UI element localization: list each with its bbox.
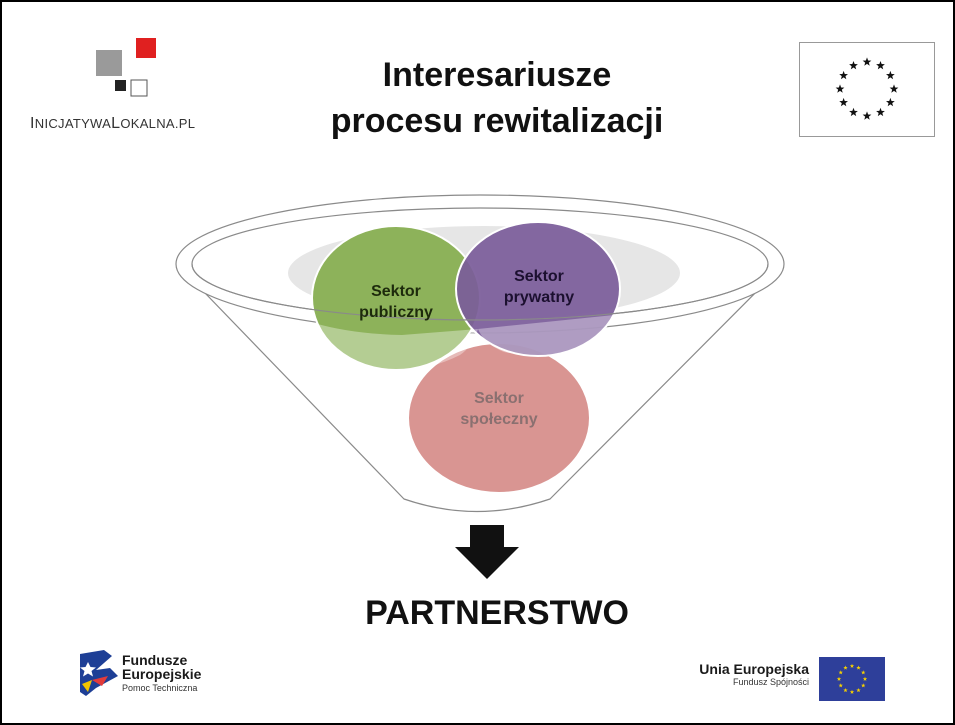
eu-star-icon [839,97,848,107]
label-public-sector: Sektor publiczny [359,283,433,321]
eu-star-icon [876,61,885,70]
label-private-sector: Sektor prywatny [503,268,575,306]
unia-europejska-text: Unia Europejska Fundusz Spójności [699,661,809,687]
eu-star-icon [862,57,872,66]
eu-star-icon [836,676,842,681]
eu-flag-icon [799,42,935,137]
eu-star-icon [839,70,848,80]
eu-star-icon [849,689,855,694]
unia-europejska-flag-icon [819,657,885,701]
arrow-down-icon [455,525,519,579]
public-lower-tint [314,323,478,371]
eu-star-icon [838,670,843,675]
eu-star-icon [835,84,845,93]
eu-star-icon [862,111,872,120]
funnel-rim-front [191,263,769,321]
eu-star-icon [838,683,843,688]
inicjatywa-lokalna-logo [96,38,156,97]
eu-star-icon [843,665,848,670]
fundusze-europejskie-text: Fundusze Europejskie Pomoc Techniczna [122,652,202,693]
fundusze-europejskie-icon [80,650,118,696]
eu-star-icon [876,107,885,117]
page-title: Interesariusze procesu rewitalizacji [330,56,664,140]
circle-private-sector [455,221,621,357]
eu-star-icon [889,84,899,93]
private-lower-tint [478,315,614,356]
eu-star-icon [886,97,895,107]
eu-star-icon [862,676,868,681]
eu-star-icon [843,687,848,693]
eu-star-icon [861,683,866,688]
unia-europejska-logo: Unia Europejska Fundusz Spójności [662,657,892,707]
brand-name: INICJATYWALOKALNA.PL [30,115,196,132]
eu-star-icon [856,687,861,693]
result-partnerstwo: PARTNERSTWO [365,594,629,632]
eu-star-icon [856,665,861,670]
fundusze-europejskie-logo: Fundusze Europejskie Pomoc Techniczna [74,650,244,700]
label-social-sector: Sektor społeczny [460,390,538,428]
eu-star-icon [849,61,858,70]
eu-star-icon [861,670,866,675]
eu-star-icon [849,107,858,117]
eu-star-icon [849,663,855,668]
eu-star-icon [886,70,895,80]
